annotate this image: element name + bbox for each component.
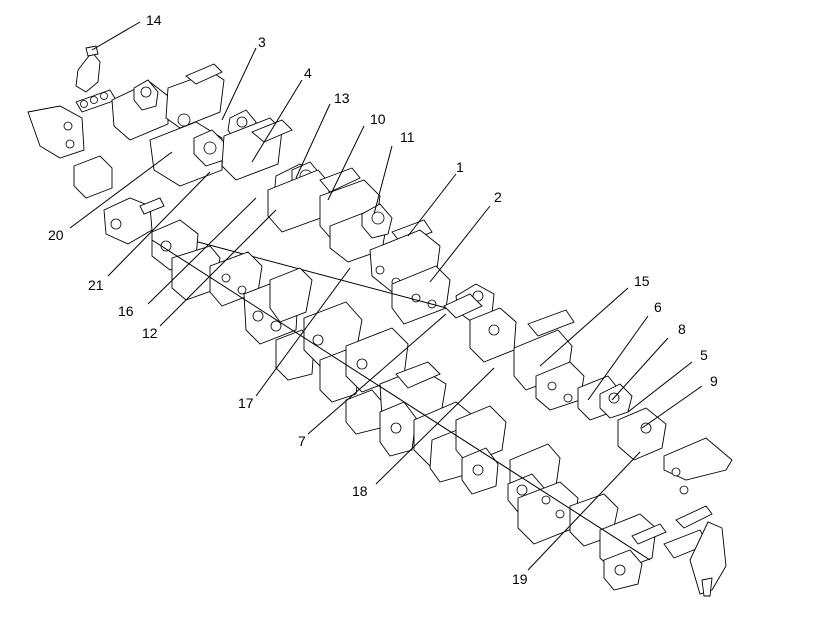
callout-15: 15 [634,273,650,289]
callout-8: 8 [678,321,686,337]
callout-18: 18 [352,483,368,499]
callout-7: 7 [298,433,306,449]
callout-5: 5 [700,347,708,363]
lower-chain-assembly [151,219,733,597]
callout-10: 10 [370,111,386,127]
upper-chain-assembly [27,45,495,325]
callout-17: 17 [238,395,254,411]
leader-lines [69,21,703,571]
callout-6: 6 [654,299,662,315]
callout-14: 14 [146,12,162,28]
callout-1: 1 [456,159,464,175]
callout-16: 16 [118,303,134,319]
callout-11: 11 [400,129,415,145]
callout-13: 13 [334,90,350,106]
callout-3: 3 [258,34,266,50]
callout-12: 12 [142,325,158,341]
callout-4: 4 [304,65,312,81]
callout-21: 21 [88,277,104,293]
callout-20: 20 [48,227,64,243]
callout-labels: 14 3 4 13 10 11 1 2 20 21 16 12 15 6 8 5… [48,12,718,587]
callout-19: 19 [512,571,528,587]
callout-9: 9 [710,373,718,389]
callout-2: 2 [494,189,502,205]
